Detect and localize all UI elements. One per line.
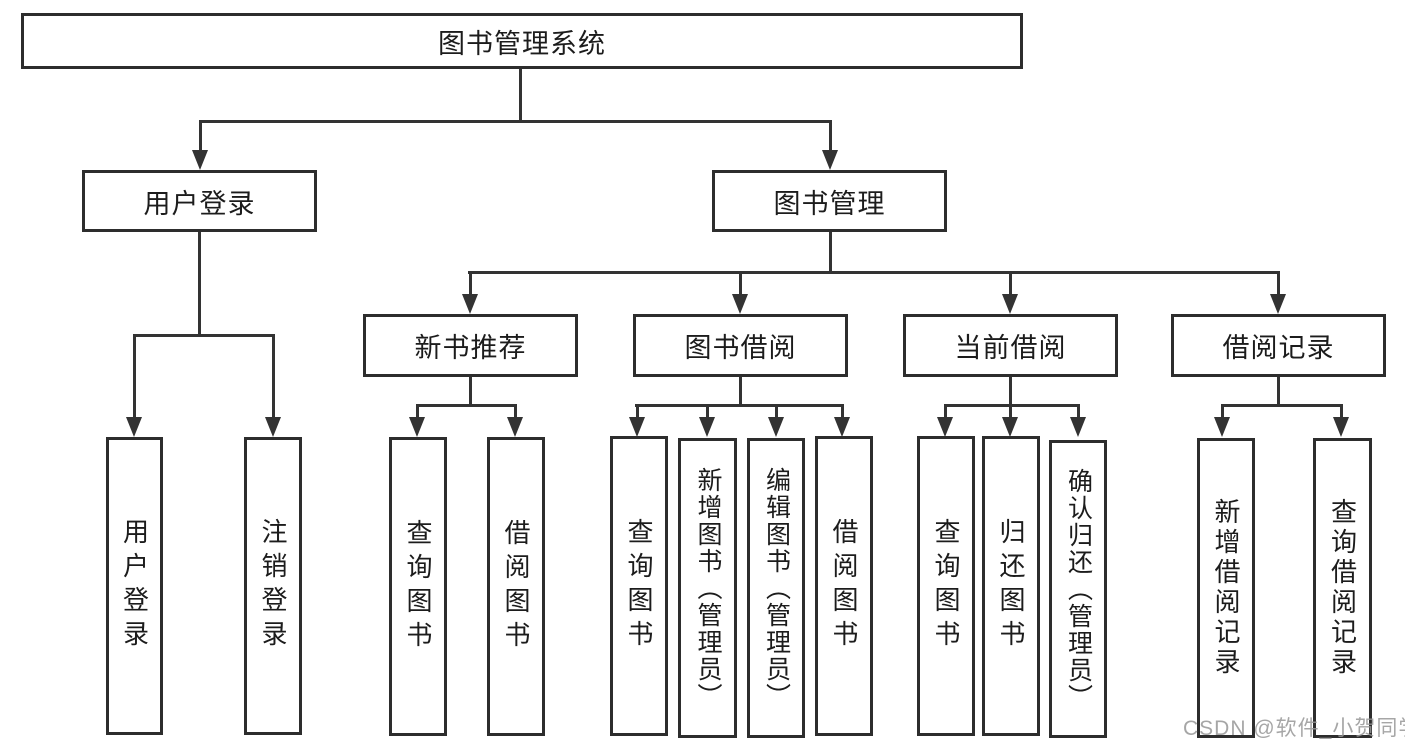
- line: [944, 404, 1080, 407]
- node-borrow-records-label: 借阅记录: [1222, 333, 1335, 363]
- node-query-books-current-label: 查询图书: [931, 518, 961, 654]
- arrowhead-icon: [732, 294, 748, 314]
- line: [1009, 404, 1012, 420]
- node-current-borrowing-label: 当前借阅: [954, 333, 1067, 363]
- node-book-borrowing: 图书借阅: [633, 314, 848, 377]
- node-borrow-records: 借阅记录: [1171, 314, 1386, 377]
- node-query-books-borrow-label: 查询图书: [624, 518, 654, 654]
- line: [1277, 271, 1280, 297]
- line: [133, 334, 136, 419]
- node-user-login-leaf: 用户登录: [106, 437, 163, 735]
- line: [1009, 271, 1012, 297]
- arrowhead-icon: [822, 150, 838, 170]
- node-borrow-books-rec-label: 借阅图书: [501, 518, 531, 655]
- node-book-borrowing-label: 图书借阅: [684, 333, 797, 363]
- node-add-borrow-record-label: 新增借阅记录: [1211, 498, 1241, 678]
- arrowhead-icon: [768, 417, 784, 437]
- line: [841, 404, 844, 420]
- line: [1221, 404, 1224, 420]
- arrowhead-icon: [699, 417, 715, 437]
- node-confirm-return-admin: 确认归还（管理员）: [1049, 440, 1107, 738]
- line: [829, 120, 832, 152]
- arrowhead-icon: [1333, 417, 1349, 437]
- line: [416, 404, 419, 420]
- arrowhead-icon: [192, 150, 208, 170]
- node-return-books: 归还图书: [982, 436, 1040, 736]
- node-book-mgmt: 图书管理: [712, 170, 947, 232]
- node-query-books-borrow: 查询图书: [610, 436, 668, 736]
- node-logout-leaf: 注销登录: [244, 437, 302, 735]
- node-root: 图书管理系统: [21, 13, 1023, 69]
- arrowhead-icon: [507, 417, 523, 437]
- node-add-borrow-record: 新增借阅记录: [1197, 438, 1255, 738]
- node-user-login-leaf-label: 用户登录: [119, 518, 150, 654]
- line: [739, 271, 742, 297]
- line: [514, 404, 517, 420]
- line: [1340, 404, 1343, 420]
- node-query-books-rec: 查询图书: [389, 437, 447, 736]
- node-add-books-admin-label: 新增图书（管理员）: [694, 466, 722, 710]
- node-borrow-books-leaf-label: 借阅图书: [829, 518, 859, 654]
- arrowhead-icon: [126, 417, 142, 437]
- node-logout-leaf-label: 注销登录: [258, 518, 288, 654]
- line: [829, 232, 832, 273]
- node-user-login-label: 用户登录: [143, 188, 256, 219]
- line: [133, 334, 275, 337]
- arrowhead-icon: [629, 417, 645, 437]
- arrowhead-icon: [834, 417, 850, 437]
- node-query-books-current: 查询图书: [917, 436, 975, 736]
- node-root-label: 图书管理系统: [438, 28, 606, 59]
- line: [199, 120, 202, 152]
- node-book-mgmt-label: 图书管理: [773, 188, 886, 219]
- node-new-book-rec: 新书推荐: [363, 314, 578, 377]
- line: [416, 404, 517, 407]
- node-user-login: 用户登录: [82, 170, 317, 232]
- arrowhead-icon: [1070, 417, 1086, 437]
- node-return-books-label: 归还图书: [996, 518, 1026, 654]
- arrowhead-icon: [1270, 294, 1286, 314]
- arrowhead-icon: [1002, 294, 1018, 314]
- node-query-borrow-record: 查询借阅记录: [1313, 438, 1372, 738]
- node-confirm-return-admin-label: 确认归还（管理员）: [1064, 467, 1093, 711]
- arrowhead-icon: [1002, 417, 1018, 437]
- node-query-borrow-record-label: 查询借阅记录: [1327, 498, 1358, 678]
- line: [1221, 404, 1343, 407]
- line: [1277, 377, 1280, 406]
- arrowhead-icon: [462, 294, 478, 314]
- line: [198, 232, 201, 336]
- node-edit-books-admin: 编辑图书（管理员）: [747, 438, 805, 738]
- line: [739, 377, 742, 406]
- node-new-book-rec-label: 新书推荐: [414, 333, 527, 363]
- line: [519, 69, 522, 122]
- node-add-books-admin: 新增图书（管理员）: [678, 438, 737, 738]
- line: [636, 404, 639, 420]
- node-edit-books-admin-label: 编辑图书（管理员）: [762, 466, 791, 710]
- line: [272, 334, 275, 419]
- arrowhead-icon: [265, 417, 281, 437]
- line: [1077, 404, 1080, 420]
- watermark-text: CSDN @软件_小贺同学: [1183, 717, 1405, 740]
- node-current-borrowing: 当前借阅: [903, 314, 1118, 377]
- arrowhead-icon: [1214, 417, 1230, 437]
- line: [944, 404, 947, 420]
- node-borrow-books-rec: 借阅图书: [487, 437, 545, 736]
- line: [775, 404, 778, 420]
- line: [468, 271, 1280, 274]
- line: [635, 404, 844, 407]
- line: [469, 377, 472, 406]
- line: [1009, 377, 1012, 406]
- arrowhead-icon: [937, 417, 953, 437]
- line: [469, 271, 472, 297]
- node-borrow-books-leaf: 借阅图书: [815, 436, 873, 736]
- node-query-books-rec-label: 查询图书: [403, 518, 433, 655]
- arrowhead-icon: [409, 417, 425, 437]
- line: [706, 404, 709, 420]
- line: [199, 120, 832, 123]
